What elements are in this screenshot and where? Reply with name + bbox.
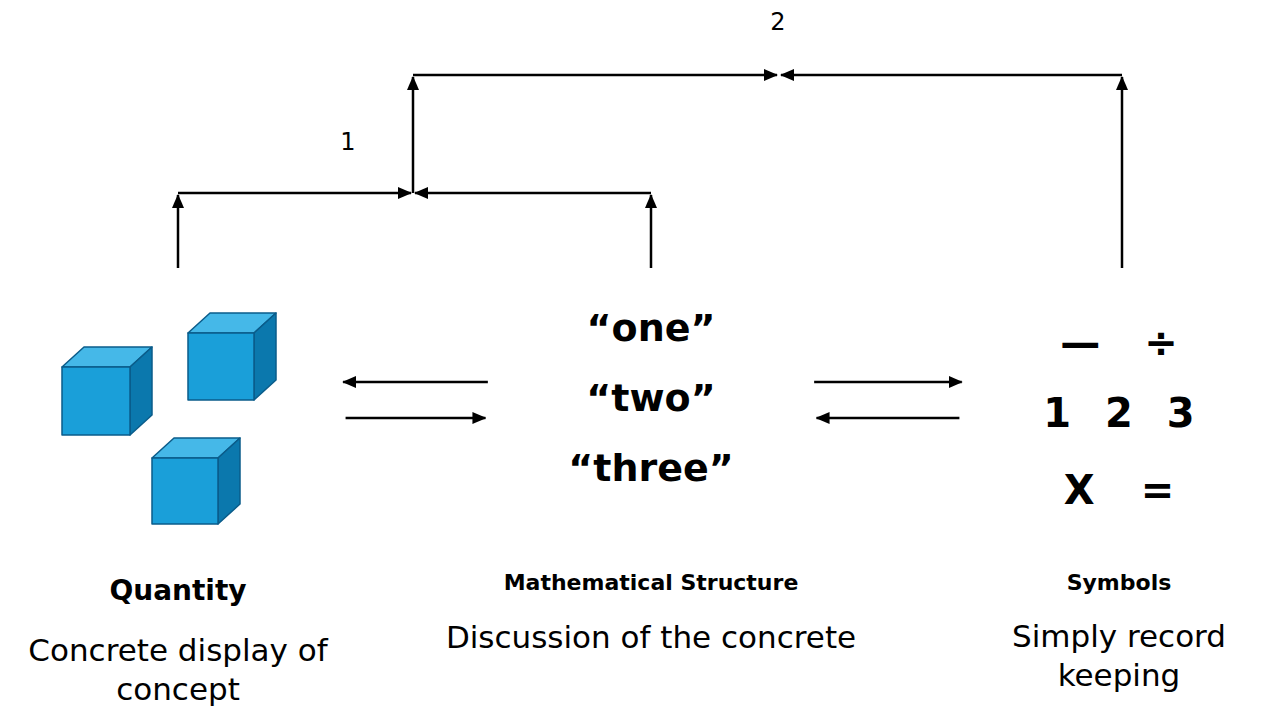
callout-number: 2: [770, 8, 785, 37]
number-words: “one” “two” “three”: [568, 293, 733, 504]
merge-line: [781, 74, 1122, 77]
concept-heading: Quantity: [28, 573, 328, 608]
merge-line: [415, 192, 651, 195]
concept-heading: Symbols: [989, 569, 1249, 597]
ellipse-fill: [488, 269, 814, 547]
concept-caption: Concrete display of concept: [8, 631, 348, 709]
callout-number: 1: [340, 128, 355, 157]
connector-arrow: [343, 381, 488, 384]
symbol-row: X =: [1064, 465, 1174, 515]
text-slot: Discussion of the concrete: [381, 618, 921, 657]
concept-ellipse: QuantityConcrete display of concept: [12, 268, 344, 708]
merge-line: [177, 195, 180, 268]
cube: [188, 313, 276, 400]
concept-caption: Discussion of the concrete: [381, 618, 921, 657]
text-slot: Concrete display of concept: [8, 631, 348, 709]
text-slot: Mathematical Structure: [441, 569, 861, 597]
cube: [62, 347, 152, 435]
merge-line: [1121, 77, 1124, 268]
cube: [152, 438, 240, 524]
text-slot: — ÷: [1060, 318, 1177, 368]
connector-arrow: [817, 417, 960, 420]
text-slot: X =: [1064, 465, 1174, 515]
text-slot: 2: [770, 8, 785, 37]
ellipse-fill: [962, 269, 1276, 547]
merge-line: [650, 195, 653, 268]
text-slot: 1: [340, 128, 355, 157]
concept-heading: Mathematical Structure: [441, 569, 861, 597]
symbol-row: 1 2 3: [1043, 388, 1194, 438]
concept-caption: Simply record keeping: [984, 617, 1254, 695]
connector-arrow: [346, 417, 486, 420]
merge-line: [178, 192, 411, 195]
text-slot: Simply record keeping: [984, 617, 1254, 695]
concept-ellipse: “one” “two” “three”Mathematical Structur…: [487, 268, 815, 708]
text-slot: Quantity: [28, 573, 328, 608]
text-slot: Symbols: [989, 569, 1249, 597]
merge-line: [412, 77, 415, 193]
merge-line: [413, 74, 777, 77]
text-slot: “one” “two” “three”: [568, 293, 733, 504]
ellipse-fill: [13, 269, 343, 547]
connector-arrow: [814, 381, 962, 384]
symbol-row: — ÷: [1060, 318, 1177, 368]
concept-ellipse: — ÷ 1 2 3 X = SymbolsSimply record keeping: [961, 268, 1277, 708]
text-slot: 1 2 3: [1043, 388, 1194, 438]
